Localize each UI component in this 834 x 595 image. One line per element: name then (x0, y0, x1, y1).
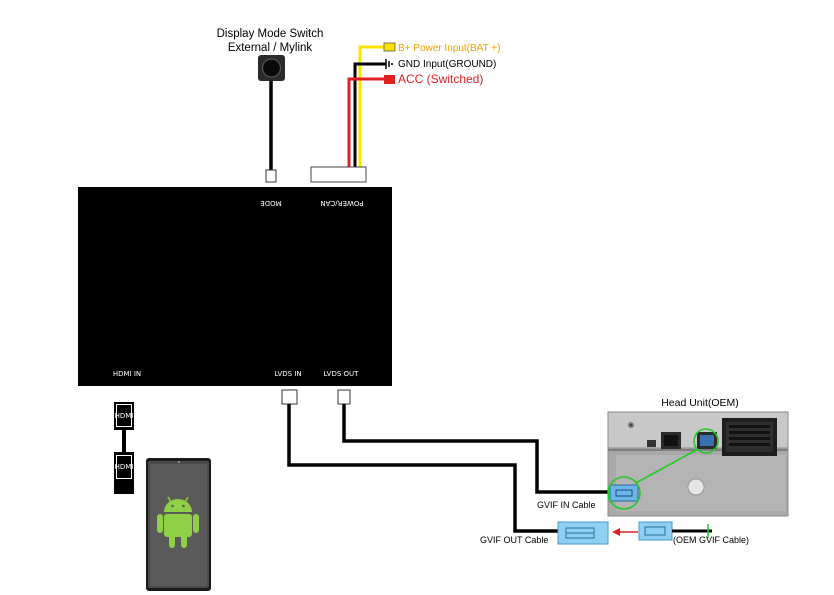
display-mode-switch[interactable] (258, 55, 285, 81)
interface-module (78, 187, 392, 386)
mode-connector (265, 169, 277, 183)
highlight-pointer (635, 448, 699, 484)
power-wires (347, 45, 386, 167)
gvif-in-cable (342, 404, 610, 494)
gvif-in-cable-label: GVIF IN Cable (537, 500, 596, 510)
android-robot-icon (157, 496, 199, 548)
port-mode-label: MODE (260, 199, 281, 207)
smartphone (146, 458, 211, 591)
oem-gvif-connector (638, 521, 673, 541)
oem-gvif-cable-label: (OEM GVIF Cable) (673, 535, 749, 545)
hdmi-plug-top-label: HDMI (115, 412, 134, 420)
head-unit (607, 411, 789, 517)
hdmi-plug-bottom-label: HDMI (115, 463, 134, 471)
gvif-out-cable (287, 404, 558, 533)
acc-label: ACC (Switched) (398, 72, 483, 86)
lvds-out-connector (337, 389, 351, 405)
gvif-port-detail-highlight (693, 428, 719, 454)
switch-title-line1: Display Mode Switch (217, 28, 324, 40)
gnd-label: GND Input(GROUND) (398, 59, 496, 70)
gvif-port-highlight (607, 476, 641, 510)
port-power-can-label: POWER/CAN (320, 199, 363, 207)
gvif-out-connector (557, 521, 609, 545)
head-unit-title: Head Unit(OEM) (661, 397, 739, 409)
push-button-icon (261, 58, 282, 78)
red-arrow-icon (612, 528, 638, 536)
port-hdmi-in-label: HDMI IN (113, 370, 141, 378)
bplus-terminal (383, 42, 396, 52)
acc-terminal (384, 75, 395, 84)
gnd-terminal-icon (385, 59, 393, 69)
bplus-label: B+ Power Input(BAT +) (398, 43, 500, 54)
power-can-connector (310, 166, 367, 183)
lvds-in-connector (281, 389, 298, 405)
switch-title-line2: External / Mylink (228, 42, 313, 54)
port-lvds-out-label: LVDS OUT (324, 370, 360, 378)
gvif-out-cable-label: GVIF OUT Cable (480, 535, 548, 545)
port-lvds-in-label: LVDS IN (274, 370, 301, 378)
